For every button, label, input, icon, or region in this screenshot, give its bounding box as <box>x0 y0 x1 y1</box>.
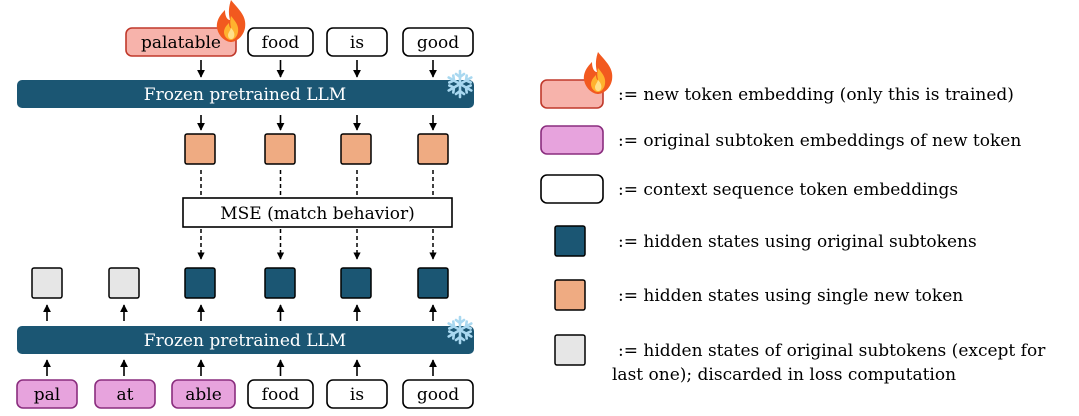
hidden-states-new-token <box>184 133 449 165</box>
arrows-llm-to-states-bottom <box>43 304 437 321</box>
top-token-label: palatable <box>141 33 221 53</box>
legend-text: := hidden states using single new token <box>618 286 963 306</box>
context-token-box <box>326 379 388 409</box>
bottom-token-label: able <box>185 385 222 405</box>
context-token-box <box>247 379 314 409</box>
legend-text: := new token embedding (only this is tra… <box>618 85 1014 105</box>
legend-text: := hidden states of original subtokens (… <box>618 341 1046 361</box>
new-token-box <box>125 27 237 57</box>
legend-text: := hidden states using original subtoken… <box>618 232 977 252</box>
subtoken-box <box>171 379 236 409</box>
legend-item-hidden-new: := hidden states using single new token <box>554 279 963 311</box>
llm-bar <box>17 326 474 354</box>
bottom-token-row: pal at able food is good <box>16 379 474 409</box>
legend-swatch-context <box>540 174 604 204</box>
hidden-state-discarded <box>108 267 140 299</box>
legend-text: := context sequence token embeddings <box>618 180 958 200</box>
fire-icon <box>583 52 613 94</box>
legend-item-new-token: := new token embedding (only this is tra… <box>540 52 1014 109</box>
legend-item-subtokens: := original subtoken embeddings of new t… <box>540 125 1021 155</box>
bottom-token-label: is <box>350 385 364 405</box>
top-token-label: food <box>262 33 300 53</box>
hidden-state-original <box>417 267 449 299</box>
bottom-token-label: good <box>417 385 459 405</box>
hidden-state-new <box>340 133 372 165</box>
arrows-tokens-to-llm-top <box>197 60 437 78</box>
hidden-state-original <box>184 267 216 299</box>
context-token-box <box>247 27 314 57</box>
hidden-state-new <box>417 133 449 165</box>
context-token-box <box>402 379 474 409</box>
legend-item-hidden-original: := hidden states using original subtoken… <box>554 225 977 257</box>
hidden-state-discarded <box>31 267 63 299</box>
legend-text: := original subtoken embeddings of new t… <box>618 131 1021 151</box>
dashed-connectors <box>197 170 437 260</box>
bottom-token-label: pal <box>34 385 60 405</box>
hidden-states-original <box>31 267 449 299</box>
legend-item-context: := context sequence token embeddings <box>540 174 958 204</box>
legend-swatch-subtokens <box>540 125 604 155</box>
legend-item-hidden-discarded: := hidden states of original subtokens (… <box>554 334 1046 385</box>
llm-label: Frozen pretrained LLM <box>144 331 346 351</box>
arrows-tokens-to-llm-bottom <box>43 359 437 376</box>
llm-bottom: Frozen pretrained LLM <box>17 315 474 354</box>
subtoken-box <box>16 379 78 409</box>
hidden-state-new <box>264 133 296 165</box>
mse-label: MSE (match behavior) <box>220 204 415 224</box>
llm-bar <box>17 80 474 108</box>
top-token-label: good <box>417 33 459 53</box>
legend: := new token embedding (only this is tra… <box>540 52 1046 385</box>
bottom-token-label: at <box>117 385 134 405</box>
context-token-box <box>402 27 474 57</box>
llm-label: Frozen pretrained LLM <box>144 85 346 105</box>
top-token-row: palatable food is good <box>125 0 474 57</box>
hidden-state-original <box>264 267 296 299</box>
subtoken-box <box>94 379 156 409</box>
bottom-token-label: food <box>262 385 300 405</box>
fire-icon <box>216 0 246 42</box>
context-token-box <box>326 27 388 57</box>
mse-box: MSE (match behavior) <box>182 197 453 228</box>
top-token-label: is <box>350 33 364 53</box>
legend-swatch-hidden-original <box>554 225 586 257</box>
legend-swatch-hidden-discarded <box>554 334 586 366</box>
legend-swatch-hidden-new <box>554 279 586 311</box>
llm-top: Frozen pretrained LLM <box>17 69 474 108</box>
hidden-state-new <box>184 133 216 165</box>
legend-text-continued: last one); discarded in loss computation <box>612 365 956 385</box>
arrows-llm-to-states <box>197 115 437 131</box>
hidden-state-original <box>340 267 372 299</box>
